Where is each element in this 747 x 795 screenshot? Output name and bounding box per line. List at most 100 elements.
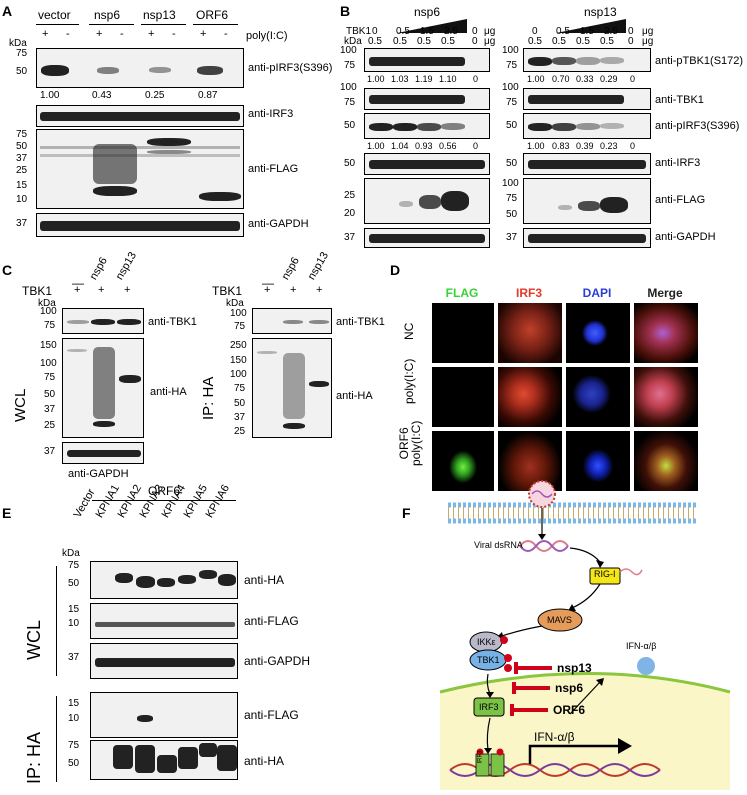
micrograph-flag-nc <box>432 303 494 363</box>
marker: 37 <box>16 218 28 229</box>
marker: 75 <box>344 97 356 108</box>
dose: 2.5 <box>444 26 458 37</box>
marker: 100 <box>340 82 357 93</box>
antibody-label: anti-GAPDH <box>68 468 129 480</box>
quant-value: 0.70 <box>552 74 570 84</box>
marker: 50 <box>68 758 80 769</box>
quant-value: 0.39 <box>576 141 594 151</box>
nsp6-inhibitor-label: nsp6 <box>555 681 584 695</box>
panel-label-c: C <box>2 262 13 278</box>
marker: 75 <box>234 321 246 332</box>
micrograph-dapi-polyic <box>566 367 630 427</box>
antibody-label: anti-pIRF3(S396) <box>655 120 740 132</box>
blot-e-ip-ha <box>90 740 238 780</box>
kda-label: kDa <box>226 298 244 309</box>
blot-b-nsp6-pirf3 <box>364 113 490 139</box>
marker: 50 <box>344 158 356 169</box>
antibody-label: anti-pTBK1(S172) <box>655 55 744 67</box>
antibody-label: anti-HA <box>336 390 373 402</box>
lane-nsp6: nsp6 <box>94 8 121 22</box>
marker: 250 <box>230 340 247 351</box>
quant-value: 1.00 <box>40 90 60 101</box>
micrograph-merge-orf6 <box>634 431 698 491</box>
lane: nsp6 <box>279 255 302 282</box>
dose: 0 <box>628 26 634 37</box>
dose: 0.5 <box>556 26 570 37</box>
blot-b-nsp13-pirf3 <box>523 113 651 139</box>
quant-value: 0.83 <box>552 141 570 151</box>
dose: 0.5 <box>368 36 382 47</box>
signaling-diagram <box>439 480 731 790</box>
quant-value: 1.00 <box>367 74 385 84</box>
marker: 150 <box>40 340 57 351</box>
antibody-label: anti-FLAG <box>244 708 299 722</box>
marker: 75 <box>44 320 56 331</box>
col-merge: Merge <box>647 286 683 300</box>
marker: 75 <box>44 372 56 383</box>
blot-a-pirf3 <box>36 48 244 88</box>
dose: 0 <box>372 26 378 37</box>
antibody-label: anti-HA <box>150 386 187 398</box>
unit: μg <box>642 26 654 37</box>
blot-c-wcl-ha <box>62 338 144 438</box>
wcl-label: WCL <box>12 388 29 422</box>
tbk1-label: TBK1 <box>22 284 53 298</box>
quant-value: 0 <box>473 74 479 84</box>
quant-value: 0 <box>473 141 479 151</box>
dose: 2.5 <box>604 26 618 37</box>
marker: 100 <box>230 369 247 380</box>
dose: 0.5 <box>417 36 431 47</box>
quant-value: 0.23 <box>600 141 618 151</box>
antibody-label: anti-HA <box>244 754 285 768</box>
micrograph-dapi-orf6 <box>566 431 630 491</box>
marker: 10 <box>68 713 80 724</box>
lane: nsp13 <box>113 250 139 282</box>
panel-label-a: A <box>2 3 13 19</box>
rig-i-label: RIG-I <box>594 569 616 579</box>
blot-b-nsp13-irf3 <box>523 153 651 175</box>
marker: 100 <box>502 178 519 189</box>
blot-b-nsp6-flag <box>364 178 490 224</box>
ip-label: IP: HA <box>200 376 217 420</box>
blot-b-nsp13-tbk1 <box>523 88 651 110</box>
unit: μg <box>484 36 496 47</box>
tbk1-label: TBK1 <box>212 284 243 298</box>
antibody-label: anti-TBK1 <box>336 316 385 328</box>
blot-e-wcl-ha <box>90 561 238 599</box>
marker: 75 <box>506 60 518 71</box>
marker: 50 <box>506 209 518 220</box>
sign: + <box>200 28 207 40</box>
lane-orf6: ORF6 <box>196 8 229 22</box>
treatment-label: poly(I:C) <box>246 30 288 42</box>
marker: 50 <box>16 66 28 77</box>
blot-b-nsp6-tbk1 <box>364 88 490 110</box>
blot-e-wcl-gapdh <box>90 643 238 679</box>
blot-b-nsp6-gapdh <box>364 228 490 248</box>
lane-nsp13: nsp13 <box>143 8 176 22</box>
kda-label: kDa <box>38 298 56 309</box>
lane-vector: vector <box>38 8 71 22</box>
micrograph-flag-orf6 <box>432 431 494 491</box>
blot-b-nsp6-ptbk1 <box>364 48 490 72</box>
dose: 0.5 <box>552 36 566 47</box>
blot-b-nsp13-gapdh <box>523 228 651 248</box>
marker: 75 <box>234 383 246 394</box>
blot-a-irf3 <box>36 105 244 127</box>
marker: 75 <box>344 60 356 71</box>
b-left-title: nsp6 <box>414 5 441 19</box>
ip-label: IP: HA <box>24 731 44 784</box>
dose: 1.5 <box>580 26 594 37</box>
marker: 50 <box>44 389 56 400</box>
dose: 0 <box>532 26 538 37</box>
gradient-wedge <box>397 19 467 33</box>
panel-label-e: E <box>2 505 12 521</box>
marker: 15 <box>68 698 80 709</box>
marker: 100 <box>502 45 519 56</box>
dose: 0.5 <box>600 36 614 47</box>
quant-value: 0 <box>630 141 636 151</box>
marker: 100 <box>230 308 247 319</box>
blot-a-flag <box>36 129 244 209</box>
lane: — <box>262 276 274 290</box>
ikke-label: IKKε <box>477 637 496 647</box>
blot-b-nsp13-flag <box>523 178 651 224</box>
